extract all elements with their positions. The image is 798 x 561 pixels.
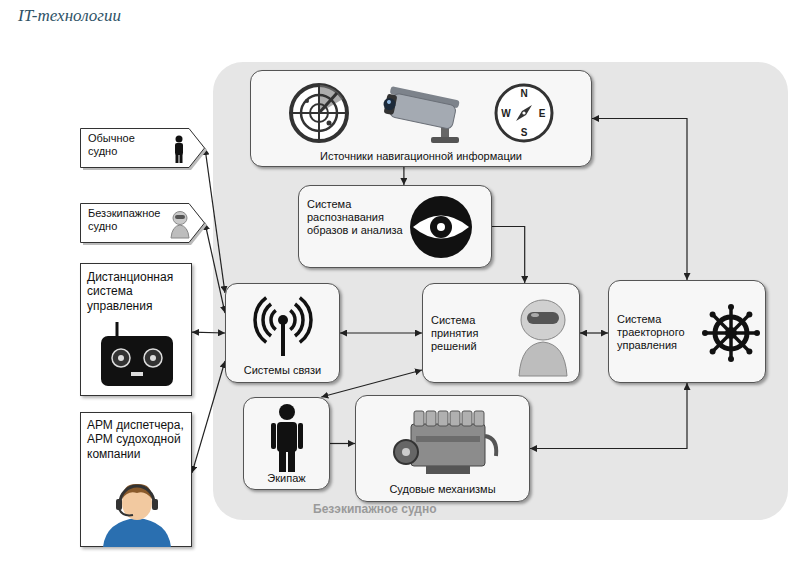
region-fill [213, 62, 788, 520]
compass-letter: N [520, 89, 527, 99]
connector-arrow [205, 223, 225, 313]
node-text: Экипаж [244, 472, 329, 485]
vessel-tag: Обычное судно [80, 128, 205, 168]
subsystem-box: Система распознавания образов и анализа [298, 185, 492, 268]
external-box: АРМ диспетчера, АРМ судоходной компании [80, 412, 192, 547]
connector-arrow [330, 443, 355, 444]
connector-arrow [192, 332, 225, 334]
connector-arrow [403, 167, 404, 185]
subsystem-box: Системы связи [225, 283, 340, 383]
node-text: Система траекторного управления [617, 313, 699, 353]
connector-arrow [192, 361, 225, 473]
connector-arrow [492, 227, 525, 284]
node-text: Системы связи [226, 364, 339, 377]
compass-letter: W [501, 109, 510, 119]
subsystem-box: Система траекторного управления [608, 280, 766, 383]
node-text: Система принятия решений [431, 314, 511, 354]
node-text: Безэкипажное судно [88, 207, 168, 233]
node-text: АРМ диспетчера, АРМ судоходной компании [87, 418, 189, 461]
diagram-title: IT-технологии [18, 6, 121, 26]
connector-arrow [205, 148, 225, 293]
subsystem-box: Система принятия решений [422, 283, 580, 383]
compass-letter: E [539, 109, 546, 119]
node-text: Безэкипажное судно [313, 502, 513, 516]
connector-arrow [340, 332, 422, 333]
node-text: Судовые механизмы [356, 483, 529, 496]
external-box: Дистанционная система управления [80, 263, 192, 396]
vessel-tag: Безэкипажное судно [80, 203, 205, 243]
node-text: Источники навигационной информации [251, 150, 591, 163]
subsystem-box: Источники навигационной информации NW E S [250, 70, 592, 167]
subsystem-box: Судовые механизмы [355, 395, 530, 502]
node-text: Обычное судно [88, 132, 160, 158]
connector-arrow [530, 383, 687, 449]
vessel-region: Безэкипажное судно Источники навигационно… [213, 62, 788, 520]
connector-arrow [592, 119, 687, 281]
connector-arrow [580, 332, 608, 333]
node-text: Дистанционная система управления [87, 270, 189, 313]
compass-letter: S [521, 128, 528, 138]
node-text: Система распознавания образов и анализа [307, 198, 407, 238]
subsystem-box: Экипаж [243, 397, 330, 490]
